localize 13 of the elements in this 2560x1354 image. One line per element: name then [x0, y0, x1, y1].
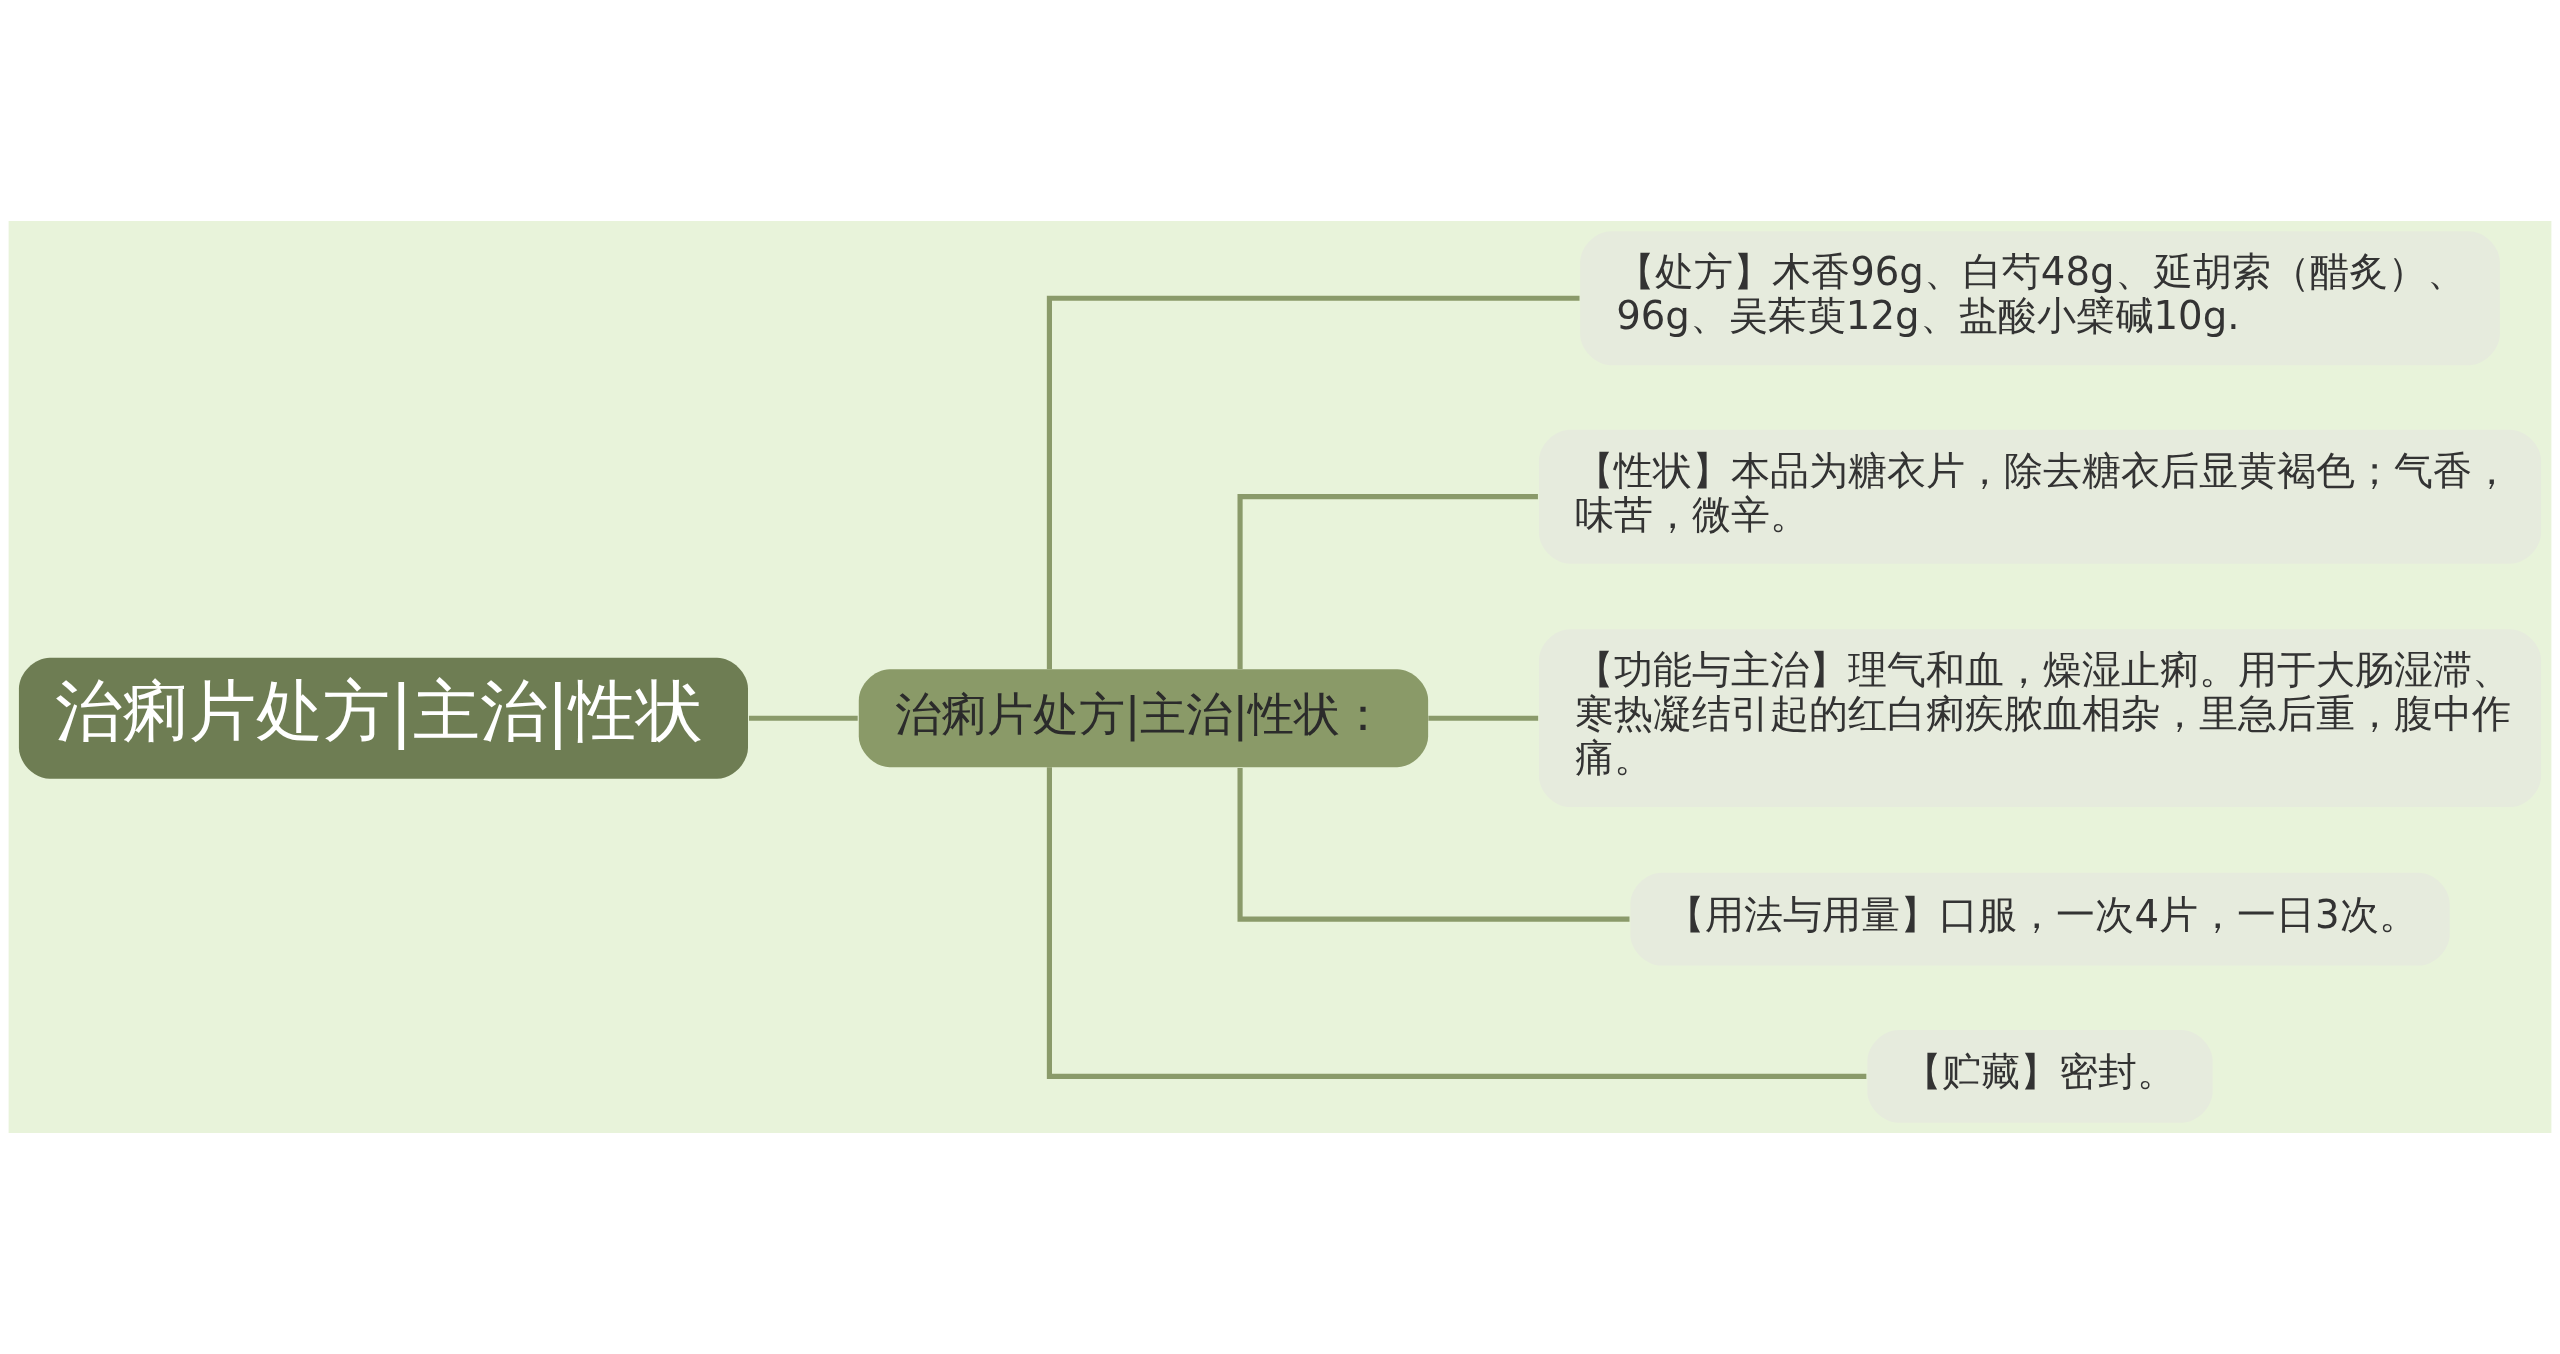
node-box: 【功能与主治】理气和血，燥湿止痢。用于大肠湿滞、寒热凝结引起的红白痢疾脓血相杂，里急后重，腹中作痛。: [1538, 629, 2542, 808]
node-box: 【贮藏】密封。: [1867, 1029, 2213, 1123]
node-box: 【用法与用量】口服，一次4片，一日3次。: [1630, 872, 2450, 966]
connector: [1046, 767, 1867, 1079]
node-box: 【处方】木香96g、白芍48g、延胡索（醋炙）、96g、吴茱萸12g、盐酸小檗碱10g.: [1580, 231, 2500, 366]
connector: [1237, 767, 1630, 922]
connector: [749, 715, 858, 721]
node-box: 治痢片处方|主治|性状：: [858, 669, 1429, 768]
node-box: 【性状】本品为糖衣片，除去糖衣后显黄褐色；气香，味苦，微辛。: [1538, 429, 2542, 564]
connector: [1046, 295, 1580, 670]
connector: [1428, 715, 1539, 721]
node-box: 治痢片处方|主治|性状: [18, 657, 748, 779]
connector: [1237, 494, 1538, 670]
